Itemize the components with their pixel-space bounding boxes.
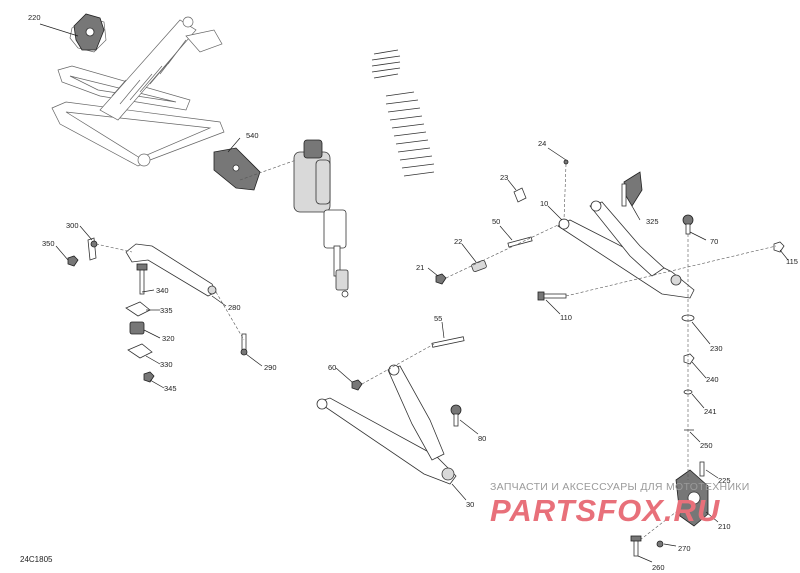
watermark-brand: PARTSFOX.RU xyxy=(490,493,721,528)
callout-30: 30 xyxy=(466,500,474,509)
watermark-tagline: ЗАПЧАСТИ И АКСЕССУАРЫ ДЛЯ МОТОТЕХНИКИ xyxy=(490,481,750,493)
hardware-parts xyxy=(67,159,785,557)
callout-340: 340 xyxy=(156,286,169,295)
callout-330: 330 xyxy=(160,360,173,369)
part-30-lower-a-arm xyxy=(316,364,457,485)
callout-345: 345 xyxy=(164,384,177,393)
callout-110: 110 xyxy=(560,313,572,322)
callout-labels: 220 540 24 23 10 325 70 115 300 350 340 … xyxy=(28,13,798,572)
callout-22: 22 xyxy=(454,237,462,246)
callout-24: 24 xyxy=(538,139,546,148)
assembly-lines xyxy=(95,159,777,541)
part-220-knuckle xyxy=(73,13,105,51)
diagram-reference-code: 24C1805 xyxy=(20,555,53,564)
callout-270: 270 xyxy=(678,544,691,553)
callout-325: 325 xyxy=(646,217,659,226)
callout-23: 23 xyxy=(500,173,508,182)
coil-spring xyxy=(371,49,435,177)
callout-leaders xyxy=(39,23,789,563)
callout-250: 250 xyxy=(700,441,713,450)
part-540-bracket xyxy=(213,147,261,191)
callout-225: 225 xyxy=(718,476,731,485)
part-10-upper-a-arm xyxy=(557,200,695,299)
callout-80: 80 xyxy=(478,434,486,443)
callout-220: 220 xyxy=(28,13,41,22)
callout-280: 280 xyxy=(228,303,241,312)
shock-absorber xyxy=(293,139,349,298)
callout-335: 335 xyxy=(160,306,173,315)
callout-350: 350 xyxy=(42,239,55,248)
callout-115: 115 xyxy=(786,257,798,266)
callout-50: 50 xyxy=(492,217,500,226)
callout-540: 540 xyxy=(246,131,259,140)
callout-210: 210 xyxy=(718,522,731,531)
callout-21: 21 xyxy=(416,263,424,272)
callout-60: 60 xyxy=(328,363,336,372)
assembly-overview-illustration xyxy=(51,16,225,167)
callout-240: 240 xyxy=(706,375,719,384)
callout-260: 260 xyxy=(652,563,665,572)
callout-55: 55 xyxy=(434,314,442,323)
callout-241: 241 xyxy=(704,407,717,416)
callout-10: 10 xyxy=(540,199,548,208)
callout-320: 320 xyxy=(162,334,175,343)
callout-300: 300 xyxy=(66,221,79,230)
callout-230: 230 xyxy=(710,344,723,353)
callout-70: 70 xyxy=(710,237,718,246)
callout-290: 290 xyxy=(264,363,277,372)
